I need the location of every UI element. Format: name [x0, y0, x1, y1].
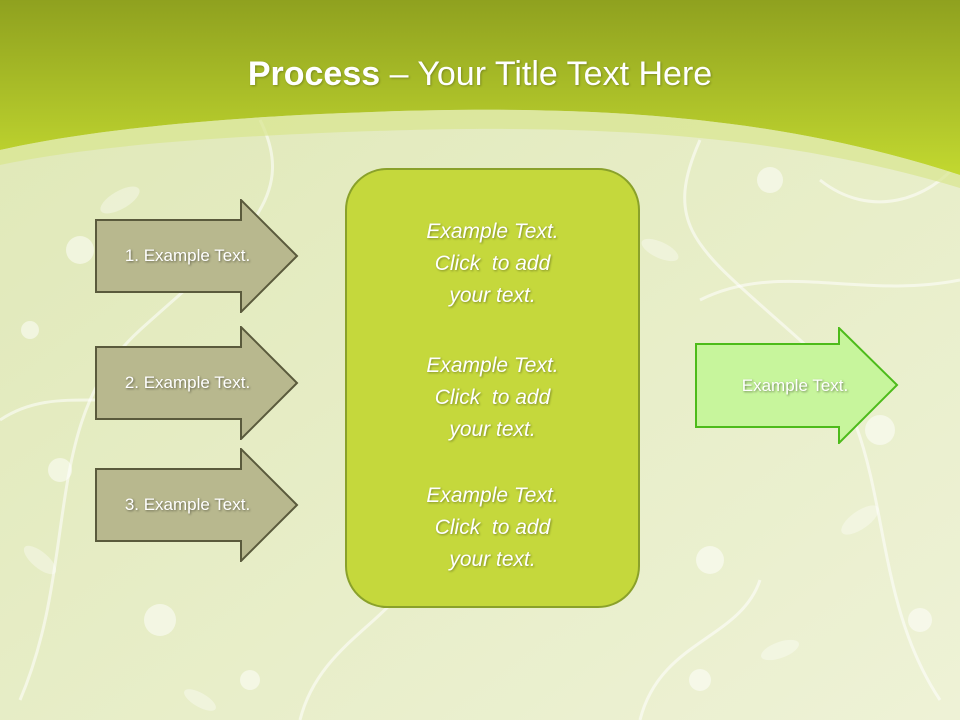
slide-title[interactable]: Process – Your Title Text Here	[0, 52, 960, 96]
block-line: Example Text.	[426, 354, 559, 377]
step-label: 2. Example Text.	[124, 373, 251, 392]
block-line: your text.	[449, 284, 536, 307]
center-text-block-3[interactable]: Example Text. Click to add your text.	[347, 480, 638, 576]
arrow-shape	[95, 199, 299, 313]
block-line: Example Text.	[426, 484, 559, 507]
step-label: 3. Example Text.	[124, 495, 251, 514]
step-arrow-3[interactable]: 3. Example Text.	[95, 448, 300, 562]
center-text-block-1[interactable]: Example Text. Click to add your text.	[347, 216, 638, 312]
block-line: Click to add	[434, 252, 551, 275]
block-line: your text.	[449, 418, 536, 441]
block-line: Click to add	[434, 516, 551, 539]
block-line: your text.	[449, 548, 536, 571]
result-arrow[interactable]: Example Text.	[695, 327, 900, 444]
step-arrow-2[interactable]: 2. Example Text.	[95, 326, 300, 440]
title-rest: – Your Title Text Here	[380, 55, 713, 93]
title-bold: Process	[247, 55, 381, 93]
arrow-shape	[695, 327, 899, 444]
center-process-box[interactable]: Example Text. Click to add your text. Ex…	[345, 168, 640, 608]
center-text-block-2[interactable]: Example Text. Click to add your text.	[347, 350, 638, 446]
block-line: Example Text.	[426, 220, 559, 243]
step-arrow-1[interactable]: 1. Example Text.	[95, 199, 300, 313]
step-label: 1. Example Text.	[124, 246, 251, 265]
arrow-shape	[95, 448, 299, 562]
arrow-shape	[95, 326, 299, 440]
block-line: Click to add	[434, 386, 551, 409]
result-label: Example Text.	[741, 375, 849, 395]
